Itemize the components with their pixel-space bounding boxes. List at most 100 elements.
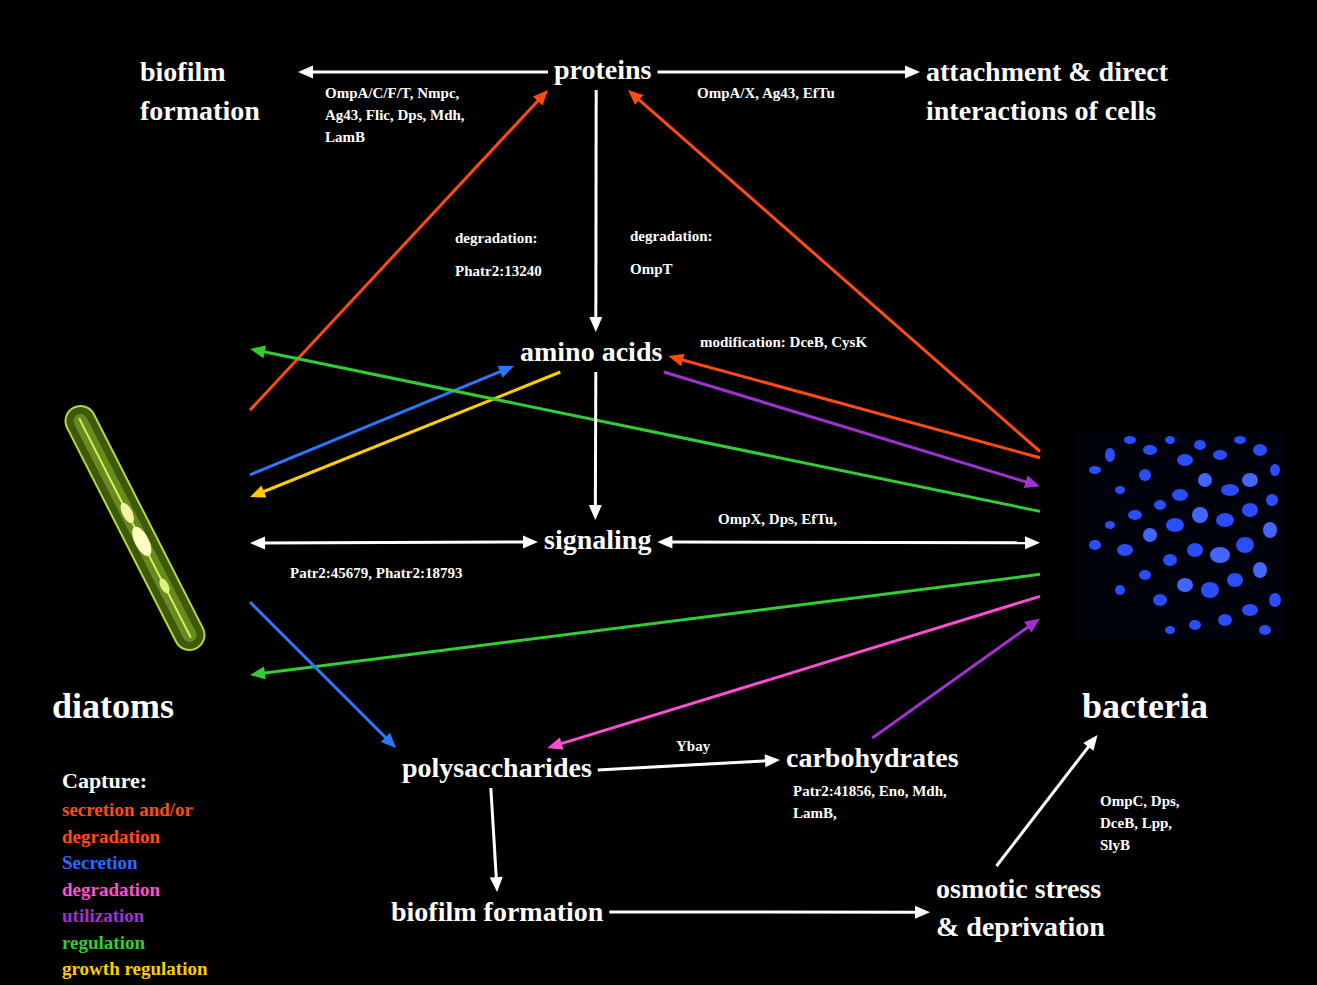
bacterium-cell [1189, 620, 1201, 630]
connector-arrow [250, 372, 560, 498]
connector-line [664, 372, 1028, 482]
bacterium-cell [1236, 537, 1254, 553]
bacterium-cell [1177, 454, 1193, 466]
connector-line [560, 596, 1040, 744]
bacterium-cell [1115, 585, 1125, 595]
bacterium-cell [1253, 562, 1267, 578]
bacterium-cell [1143, 445, 1157, 455]
connector-line [262, 372, 560, 492]
edge-label: OmpA/C/F/T, Nmpc, Ag43, Flic, Dps, Mdh, … [325, 82, 485, 148]
arrow-head [589, 505, 602, 520]
connector-line [997, 745, 1090, 866]
process-label: biofilm formation [134, 48, 298, 134]
bacterium-cell [1187, 543, 1203, 557]
connector-arrow [250, 366, 514, 475]
connector-arrow [490, 788, 503, 892]
arrow-head [523, 536, 538, 549]
outcome-label: attachment & direct interactions of cell… [920, 48, 1190, 134]
diatom-picture [60, 401, 209, 655]
node-text: diatoms [52, 685, 250, 727]
bacterium-cell [1115, 486, 1125, 494]
legend-swatch: utilization [62, 903, 227, 930]
connector-line [250, 602, 387, 739]
bacterium-cell [1089, 540, 1101, 550]
bacterium-cell [1165, 626, 1175, 634]
connector-arrow [609, 906, 930, 919]
diatom-raphe [79, 418, 191, 637]
arrow-head [547, 737, 563, 749]
diatom-valve [71, 412, 199, 645]
bacterium-cell [1117, 544, 1133, 556]
bacterium-cell [1153, 594, 1167, 606]
legend-text: utilization [62, 905, 144, 926]
connector-arrow [250, 536, 538, 550]
legend-text: degradation [62, 879, 160, 900]
connector-line [250, 371, 502, 475]
arrow-head [668, 354, 684, 367]
bacterium-cell [1270, 464, 1280, 476]
legend-text: secretion and/or degradation [62, 799, 193, 847]
connector-line [263, 542, 525, 543]
bacterium-cell [1218, 614, 1232, 626]
legend-text: Secretion [62, 852, 138, 873]
bacteria-picture [1075, 430, 1285, 640]
arrow-head [250, 537, 265, 550]
connector-arrow [598, 754, 780, 770]
connector-line [491, 788, 497, 879]
connector-arrow [589, 372, 602, 520]
process-label: polysaccharides [396, 748, 598, 788]
connector-arrow [298, 66, 548, 79]
bacterium-cell [1253, 444, 1267, 456]
node-text: osmotic stress & deprivation [936, 870, 1114, 946]
bacterium-cell [1234, 436, 1246, 444]
connector-line [311, 71, 548, 74]
bacterium-cell [1177, 578, 1193, 592]
bacterium-cell [1259, 625, 1271, 635]
arrow-head [498, 366, 514, 378]
bacterium-cell [1105, 521, 1115, 529]
outcome-label: osmotic stress & deprivation [930, 866, 1120, 950]
arrow-head [1025, 536, 1040, 549]
legend-swatch: secretion and/or degradation [62, 797, 227, 850]
bacterium-cell [1105, 448, 1115, 462]
edge-label: Patr2:45679, Phatr2:18793 [290, 562, 462, 584]
legend-swatch: Secretion [62, 850, 227, 877]
connector-line [263, 574, 1040, 673]
bacteria-ground [1075, 430, 1285, 640]
node-text: amino acids [520, 336, 662, 368]
arrow-head [1024, 476, 1040, 488]
connector-arrow [657, 536, 1040, 550]
connector-line [250, 100, 539, 411]
edge-label: OmpA/X, Ag43, EfTu [697, 82, 835, 104]
bacterium-cell [1242, 473, 1258, 487]
connector-arrow [250, 574, 1040, 679]
arrow-head [915, 906, 930, 919]
bacterium-cell [1242, 604, 1258, 616]
bacterium-cell [1192, 507, 1208, 523]
connector-arrow [250, 90, 548, 410]
bacterium-cell [1269, 593, 1281, 607]
node-text: biofilm formation [391, 896, 603, 928]
bacterium-cell [1266, 494, 1278, 506]
arrow-head [250, 346, 266, 359]
arrow-head [250, 485, 266, 497]
legend-swatch: degradation [62, 877, 227, 904]
legend-text: growth regulation [62, 958, 208, 979]
node-text: carbohydrates [786, 742, 959, 774]
connector-line [658, 71, 908, 74]
connector-line [681, 359, 1040, 457]
bacterium-cell [1089, 466, 1101, 474]
connector-arrow [250, 602, 396, 748]
bacterium-cell [1172, 489, 1188, 501]
diatom-highlight [118, 501, 137, 525]
node-text: attachment & direct interactions of cell… [926, 52, 1184, 130]
legend-swatch: growth regulation [62, 956, 227, 983]
connector-arrow [668, 354, 1040, 458]
process-label: signaling [538, 520, 657, 560]
legend-swatch: regulation [62, 930, 227, 957]
bacterium-cell [1143, 528, 1157, 542]
connector-line [609, 911, 917, 914]
connector-arrow [589, 90, 602, 332]
bacterium-cell [1154, 500, 1166, 510]
arrow-head [381, 733, 396, 748]
